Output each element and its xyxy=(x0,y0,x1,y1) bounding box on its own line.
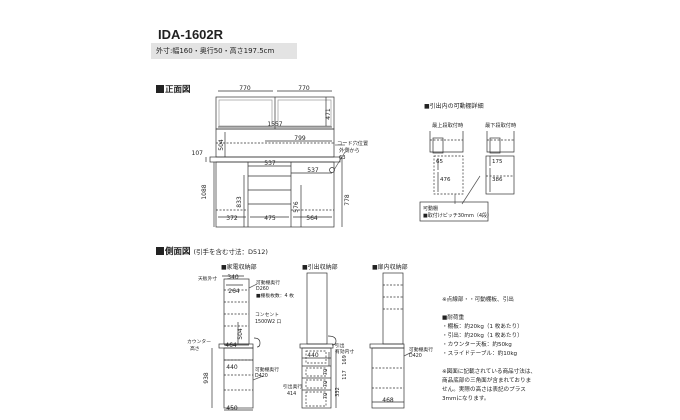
note-line: 3mmになります。 xyxy=(442,396,490,402)
kaden-inner-2: D420 xyxy=(255,373,268,379)
detail-note-2: ■取付けピッチ30mm（4段） xyxy=(423,212,492,219)
detail-top-label: 最上段取付時 xyxy=(432,121,463,129)
note-line: ・カウンター天板：約50kg xyxy=(442,342,512,348)
front-cabinet xyxy=(209,96,341,228)
note-line: ・スライドテーブル：約10kg xyxy=(442,351,518,357)
dim-1088: 1088 xyxy=(201,184,208,199)
drawer-70a: 70 xyxy=(323,369,329,375)
note-line xyxy=(442,305,536,314)
detail-note-1: 可動棚 xyxy=(423,205,438,212)
drawer-detail-top xyxy=(429,131,464,195)
dim-471: 471 xyxy=(325,108,332,120)
drawer-valid-1: 引出 xyxy=(335,342,345,349)
note-line: ・棚板：約20kg（1 枚あたり） xyxy=(442,324,523,330)
drawer-depth-2: 414 xyxy=(287,391,296,397)
side-door-panel xyxy=(369,272,405,409)
dim-107: 107 xyxy=(192,150,204,157)
dim-778: 778 xyxy=(344,194,351,206)
side-drawer-panel xyxy=(299,272,337,409)
dim-175: 175 xyxy=(492,159,503,165)
front-heading: 正面図 xyxy=(156,83,191,95)
dim-65: 65 xyxy=(436,159,443,165)
notes-block: ※点線部・・可動棚板、引出 ■耐荷重・棚板：約20kg（1 枚あたり） ・引出：約… xyxy=(442,296,536,404)
dim-504: 504 xyxy=(218,139,225,151)
note-line: ※図面に記載されている商品寸法は、 xyxy=(442,369,537,375)
side-heading: 側面図 (引手を含む寸法：D512) xyxy=(156,245,268,257)
cord-note-3: 63 xyxy=(339,155,346,161)
kaden-264: 264 xyxy=(228,288,240,295)
panel-label-drawer: ■引出収納部 xyxy=(302,263,338,271)
drawer-70b: 70 xyxy=(323,381,329,387)
model-title: IDA-1602R xyxy=(158,27,224,42)
kaden-shelf-3: ■棚板枚数：4 枚 xyxy=(256,292,294,299)
drawer-117: 117 xyxy=(342,370,348,380)
dim-799: 799 xyxy=(294,135,306,142)
kaden-440: 440 xyxy=(226,364,238,371)
drawer-169: 169 xyxy=(342,355,348,365)
cord-note-1: コード穴位置 xyxy=(337,139,368,147)
kaden-outlet-2: 1500W2 口 xyxy=(255,319,282,325)
dim-476: 476 xyxy=(440,177,451,183)
panel-label-door: ■扉内収納部 xyxy=(372,263,408,271)
note-line: ※点線部・・可動棚板、引出 xyxy=(442,297,514,303)
dim-1557: 1557 xyxy=(267,121,282,128)
kaden-shelf-2: D260 xyxy=(256,286,269,292)
note-line: ■耐荷重 xyxy=(442,315,465,321)
kaden-938: 938 xyxy=(203,372,210,384)
dim-386: 386 xyxy=(492,177,503,183)
drawer-valid-2: 有効内寸 xyxy=(335,348,354,355)
kaden-340: 340 xyxy=(227,274,239,281)
spec-box: 外寸:幅160・奥行50・高さ197.5cm xyxy=(151,43,297,59)
kaden-counter-2: 高さ xyxy=(190,345,200,352)
kaden-inner-1: 可動棚奥行 xyxy=(255,366,279,373)
detail-bottom-label: 最下段取付時 xyxy=(485,121,516,129)
detail-heading: ■引出内の可動棚詳細 xyxy=(424,102,484,110)
note-line: ・引出：約20kg（1 枚あたり） xyxy=(442,333,523,339)
dim-833: 833 xyxy=(236,196,243,208)
dim-537a: 537 xyxy=(264,160,276,167)
kaden-tenban: 天板外寸 xyxy=(198,275,217,282)
dim-770b: 770 xyxy=(298,85,310,92)
kaden-counter-1: カウンター xyxy=(187,338,211,345)
dim-564: 564 xyxy=(306,215,318,222)
cord-note-2: 外側から xyxy=(339,146,360,154)
dim-475: 475 xyxy=(264,215,276,222)
drawer-depth-1: 引出奥行 xyxy=(283,383,302,390)
kaden-464: 464 xyxy=(225,342,237,349)
note-line: 商品底部の三角面が含まれておりま xyxy=(442,378,532,384)
panel-label-kaden: ■家電収納部 xyxy=(221,263,257,271)
dim-576: 576 xyxy=(293,201,300,213)
drawer-detail-bottom xyxy=(485,131,515,195)
note-line xyxy=(442,359,536,368)
drawer-440: 440 xyxy=(307,352,319,359)
note-line: せん。実際の高さは表記のプラス xyxy=(442,387,526,393)
kaden-504: 504 xyxy=(237,328,244,340)
door-468: 468 xyxy=(382,397,394,404)
drawer-332: 332 xyxy=(335,387,341,397)
dim-770a: 770 xyxy=(239,85,251,92)
drawer-70c: 70 xyxy=(323,393,329,399)
door-inner-2: D420 xyxy=(409,353,422,359)
kaden-outlet-1: コンセント xyxy=(255,312,279,318)
side-subheading: (引手を含む寸法：D512) xyxy=(193,248,268,256)
dim-537b: 537 xyxy=(307,167,319,174)
door-inner-1: 可動棚奥行 xyxy=(409,346,433,353)
kaden-shelf-1: 可動棚奥行 xyxy=(256,279,280,286)
kaden-450: 450 xyxy=(226,405,238,412)
dim-372: 372 xyxy=(226,215,238,222)
